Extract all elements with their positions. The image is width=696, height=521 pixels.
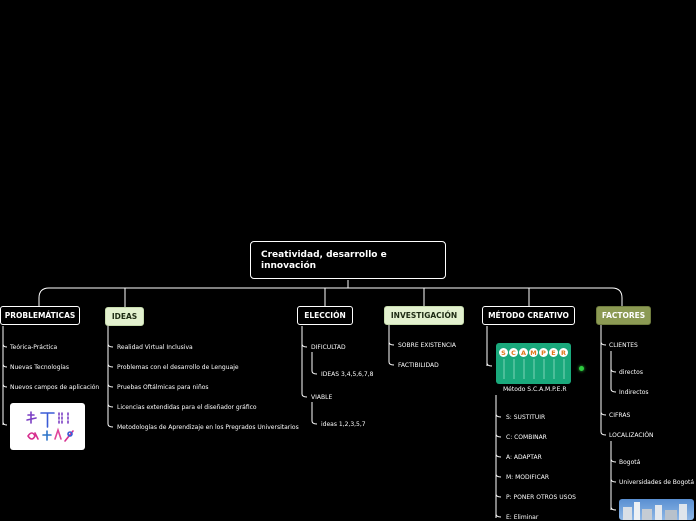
scamper-letter: M: [529, 348, 538, 357]
leaf-modificar[interactable]: M: MODIFICAR: [506, 474, 550, 481]
leaf-idea-3[interactable]: Pruebas Oftálmicas para niños: [117, 384, 209, 391]
leaf-universidades-bogota[interactable]: Universidades de Bogotá: [619, 479, 695, 486]
leaf-dificultad-ideas[interactable]: IDEAS 3,4,5,6,7,8: [321, 371, 374, 378]
leaf-viable-ideas[interactable]: ideas 1,2,3,5,7: [321, 421, 366, 428]
handwritten-symbols-icon[interactable]: [10, 403, 85, 450]
root-title: Creatividad, desarrollo e innovación: [261, 250, 387, 271]
leaf-idea-5[interactable]: Metodologías de Aprendizaje en los Pregr…: [117, 424, 299, 431]
leaf-idea-1[interactable]: Realidad Virtual Inclusiva: [117, 344, 193, 351]
leaf-localizacion[interactable]: LOCALIZACIÓN: [609, 432, 654, 439]
scamper-letter: S: [499, 348, 508, 357]
scamper-letter: C: [509, 348, 518, 357]
leaf-combinar[interactable]: C: COMBINAR: [506, 434, 547, 441]
branch-label: FACTORES: [601, 311, 646, 320]
leaf-sustituir[interactable]: S: SUSTITUIR: [506, 414, 546, 421]
leaf-nuevos-campos[interactable]: Nuevos campos de aplicación: [10, 384, 100, 391]
branch-label: INVESTIGACIÓN: [390, 311, 458, 320]
leaf-dificultad[interactable]: DIFICULTAD: [311, 344, 346, 351]
leaf-adaptar[interactable]: A: ADAPTAR: [506, 454, 542, 461]
branch-metodo-creativo[interactable]: MÉTODO CREATIVO: [482, 306, 575, 325]
leaf-idea-4[interactable]: Licencias extendidas para el diseñador g…: [117, 404, 257, 411]
leaf-teorica-practica[interactable]: Teórica-Práctica: [10, 344, 58, 351]
scamper-image[interactable]: S C A M P E R: [496, 343, 571, 384]
leaf-bogota[interactable]: Bogotá: [619, 459, 641, 466]
branch-investigacion[interactable]: INVESTIGACIÓN: [384, 306, 464, 325]
branch-problematicas[interactable]: PROBLEMÁTICAS: [0, 306, 80, 325]
branch-label: PROBLEMÁTICAS: [4, 311, 76, 320]
leaf-nuevas-tecnologias[interactable]: Nuevas Tecnologías: [10, 364, 69, 371]
leaf-poner-otros-usos[interactable]: P: PONER OTROS USOS: [506, 494, 576, 501]
leaf-viable[interactable]: VIABLE: [311, 394, 333, 401]
leaf-indirectos[interactable]: Indirectos: [619, 389, 649, 396]
leaf-idea-2[interactable]: Problemas con el desarrollo de Lenguaje: [117, 364, 239, 371]
city-skyline: [623, 502, 687, 520]
branch-eleccion[interactable]: ELECCIÓN: [297, 306, 353, 325]
branch-label: IDEAS: [111, 312, 138, 321]
status-dot-icon: [579, 366, 584, 371]
scamper-letter: A: [519, 348, 528, 357]
scamper-letter: P: [539, 348, 548, 357]
scamper-caption: Método S.C.A.M.P.E.R: [503, 386, 567, 393]
symbols-drawing: [26, 411, 74, 442]
city-photo-icon[interactable]: [619, 499, 694, 520]
branch-factores[interactable]: FACTORES: [596, 306, 651, 325]
branch-label: ELECCIÓN: [304, 311, 346, 320]
branch-label: MÉTODO CREATIVO: [488, 311, 569, 320]
leaf-eliminar[interactable]: E: Eliminar: [506, 514, 539, 521]
leaf-directos[interactable]: directos: [619, 369, 643, 376]
scamper-letter: R: [559, 348, 568, 357]
leaf-sobre-existencia[interactable]: SOBRE EXISTENCIA: [398, 342, 457, 349]
scamper-letter-row: S C A M P E R: [496, 343, 571, 357]
leaf-cifras[interactable]: CIFRAS: [609, 412, 631, 419]
leaf-factibilidad[interactable]: FACTIBILIDAD: [398, 362, 439, 369]
scamper-text-lines: [503, 359, 565, 379]
root-topic[interactable]: Creatividad, desarrollo e innovación: [250, 241, 446, 279]
leaf-clientes[interactable]: CLIENTES: [609, 342, 638, 349]
scamper-letter: E: [549, 348, 558, 357]
branch-ideas[interactable]: IDEAS: [105, 307, 144, 326]
